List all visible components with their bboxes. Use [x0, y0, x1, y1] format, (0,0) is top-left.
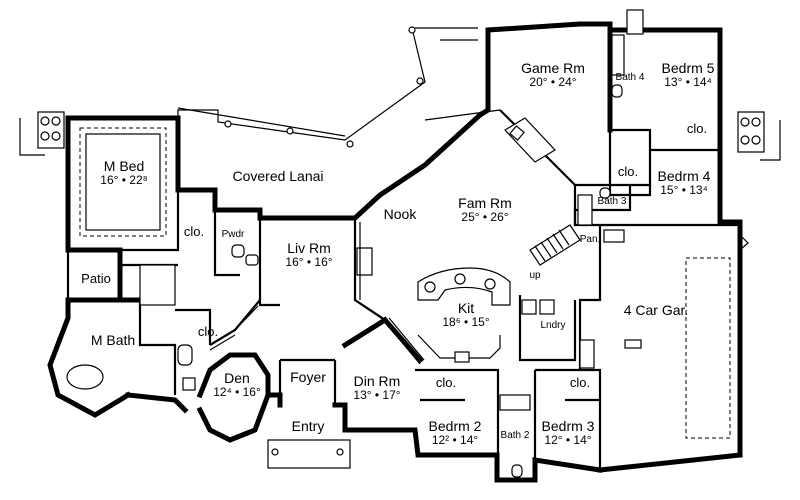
- room-laundry: Lndry: [540, 320, 566, 331]
- room-name: Din Rm: [353, 373, 401, 389]
- room-dims: 16° • 22⁸: [100, 173, 148, 188]
- room-game-rm: Game Rm 20° • 24°: [521, 60, 585, 90]
- lanai-roof-outline: [177, 26, 478, 148]
- room-dims: 13° • 17°: [353, 388, 401, 403]
- room-patio: Patio: [81, 271, 111, 286]
- room-bath3: Bath 3: [597, 196, 627, 207]
- room-name: M Bed: [103, 158, 145, 174]
- room-name: Kit: [457, 300, 475, 316]
- room-bedrm3: Bedrm 3 12° • 14°: [542, 418, 595, 448]
- room-bedrm2: Bedrm 2 12² • 14°: [429, 418, 482, 448]
- room-pwdr: Pwdr: [221, 229, 245, 240]
- room-name: Bedrm 4: [657, 168, 711, 184]
- room-liv-rm: Liv Rm 16° • 16°: [285, 240, 332, 270]
- room-name: Den: [224, 370, 250, 386]
- exterior-walls: [47, 21, 743, 483]
- room-dims: 12° • 14°: [544, 433, 592, 448]
- room-dims: 13° • 14⁴: [664, 75, 712, 90]
- staircase: [529, 224, 581, 266]
- room-entry: Entry: [291, 418, 325, 434]
- room-name: Liv Rm: [287, 240, 331, 256]
- room-dims: 15° • 13⁴: [660, 183, 708, 198]
- room-name: Bedrm 2: [428, 418, 482, 434]
- room-name: Bedrm 5: [661, 60, 715, 76]
- room-clo-mbed: clo.: [183, 224, 205, 239]
- room-dims: 12⁴ • 16°: [213, 385, 261, 400]
- room-den: Den 12⁴ • 16°: [213, 370, 261, 400]
- room-bath4: Bath 4: [615, 72, 645, 83]
- room-foyer: Foyer: [290, 369, 326, 385]
- room-name: Fam Rm: [458, 195, 512, 211]
- room-pantry: Pan.: [579, 234, 601, 245]
- stair-up-label: up: [529, 270, 541, 281]
- room-nook: Nook: [383, 206, 417, 222]
- room-kit: Kit 18⁶ • 15°: [442, 300, 489, 330]
- room-name: Game Rm: [521, 60, 585, 76]
- room-dims: 18⁶ • 15°: [442, 315, 490, 330]
- room-clo-bedrm5: clo.: [686, 121, 708, 136]
- room-clo-bedrm4: clo.: [617, 164, 639, 179]
- room-fam-rm: Fam Rm 25° • 26°: [458, 195, 512, 225]
- room-din-rm: Din Rm 13° • 17°: [353, 373, 400, 403]
- windows: [209, 109, 501, 365]
- room-name: Bedrm 3: [541, 418, 595, 434]
- room-bedrm4: Bedrm 4 15° • 13⁴: [658, 168, 711, 198]
- fixtures: [66, 34, 731, 478]
- room-4-car-garage: 4 Car Gar.: [623, 302, 689, 318]
- ac-units: [19, 9, 781, 252]
- room-clo-bedrm2: clo.: [435, 375, 457, 390]
- room-dims: 25° • 26°: [461, 210, 509, 225]
- room-m-bath: M Bath: [90, 332, 136, 348]
- room-clo-den: clo.: [197, 324, 219, 339]
- room-clo-bedrm3: clo.: [569, 375, 591, 390]
- room-covered-lanai: Covered Lanai: [232, 168, 324, 184]
- room-dims: 12² • 14°: [431, 433, 479, 448]
- room-bedrm5: Bedrm 5 13° • 14⁴: [662, 60, 715, 90]
- room-m-bed: M Bed 16° • 22⁸: [100, 158, 147, 188]
- room-dims: 16° • 16°: [285, 255, 333, 270]
- room-dims: 20° • 24°: [529, 75, 577, 90]
- room-bath2: Bath 2: [500, 430, 530, 441]
